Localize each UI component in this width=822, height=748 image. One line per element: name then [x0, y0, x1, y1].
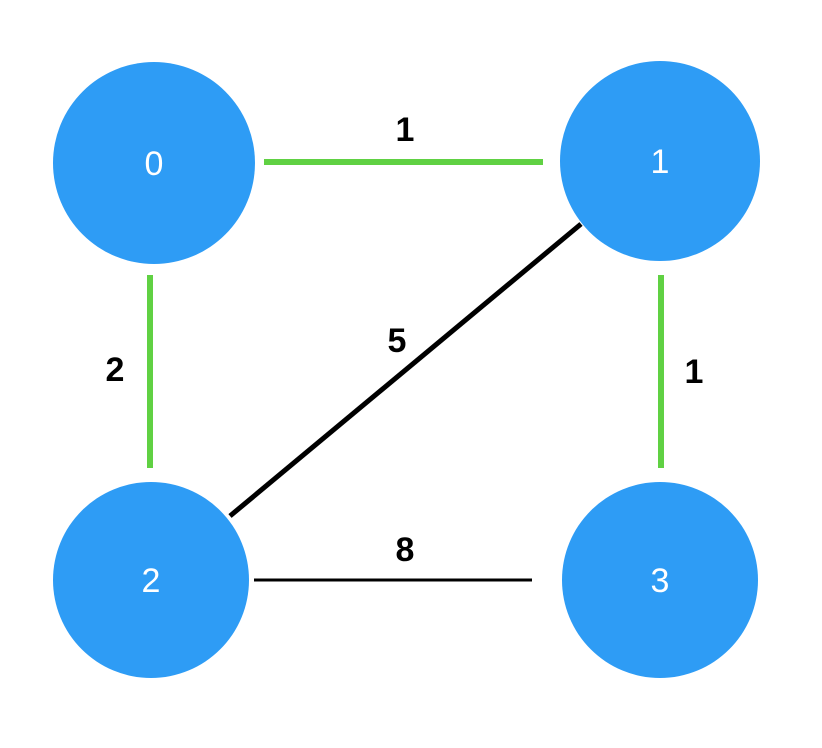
edge-weight-label-0-2: 2 — [106, 351, 125, 389]
node-circle-3[interactable] — [562, 482, 758, 678]
graph-edge-1-2[interactable] — [228, 222, 583, 518]
node-circle-2[interactable] — [53, 482, 249, 678]
edge-weight-label-1-2: 5 — [388, 322, 407, 360]
edge-labels-layer: 1 2 1 5 8 — [106, 111, 704, 569]
node-circle-1[interactable] — [560, 61, 760, 261]
node-label-0: 0 — [145, 145, 164, 183]
node-label-2: 2 — [142, 562, 161, 600]
node-label-3: 3 — [651, 562, 670, 600]
node-circle-0[interactable] — [53, 62, 255, 264]
graph-node-0[interactable]: 0 — [53, 62, 255, 264]
graph-node-2[interactable]: 2 — [53, 482, 249, 678]
edges-layer — [147, 159, 664, 582]
graph-node-1[interactable]: 1 — [560, 61, 760, 261]
graph-node-3[interactable]: 3 — [562, 482, 758, 678]
nodes-layer: 0 1 2 3 — [53, 61, 760, 678]
node-label-1: 1 — [651, 143, 670, 181]
edge-weight-label-1-3: 1 — [685, 353, 704, 391]
edge-weight-label-0-1: 1 — [396, 111, 415, 149]
edge-weight-label-2-3: 8 — [396, 531, 415, 569]
